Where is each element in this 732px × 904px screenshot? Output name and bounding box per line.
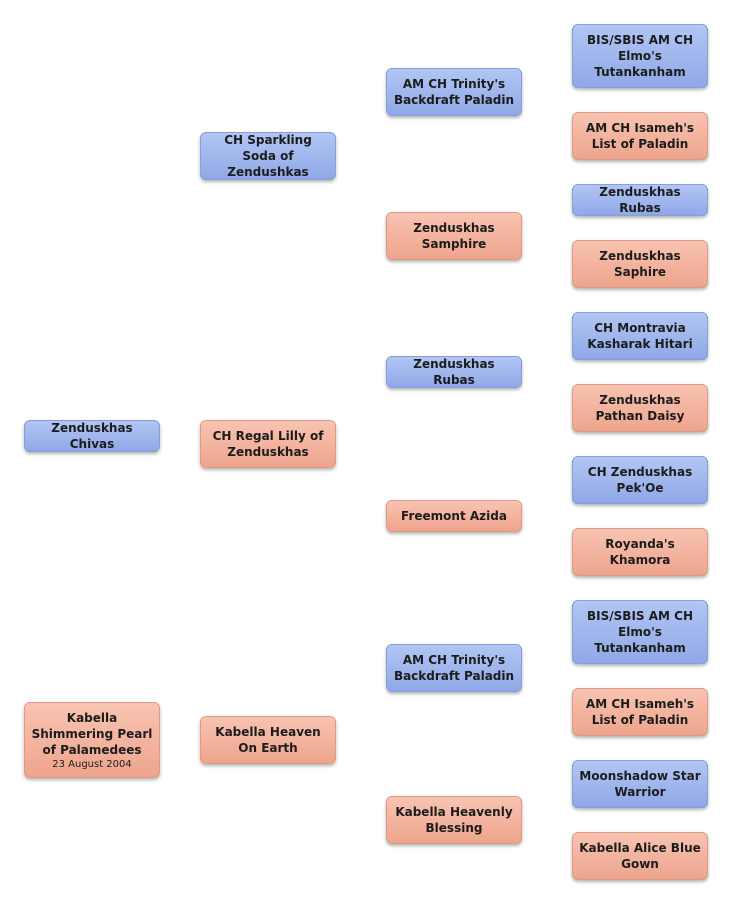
dog-name: Zenduskhas Rubas	[413, 357, 495, 387]
dog-node-grandparent[interactable]: AM CH Trinity's Backdraft Paladin	[386, 68, 522, 116]
dog-name: Zenduskhas Pathan Daisy	[595, 393, 685, 423]
dog-node-great-grandparent[interactable]: AM CH Isameh's List of Paladin	[572, 688, 708, 736]
dog-name: CH Regal Lilly of Zenduskhas	[212, 429, 324, 459]
dog-name: CH Zenduskhas Pek'Oe	[587, 465, 693, 495]
dog-node-grandparent[interactable]: AM CH Trinity's Backdraft Paladin	[386, 644, 522, 692]
dog-node-great-grandparent[interactable]: Zenduskhas Saphire	[572, 240, 708, 288]
dog-name: BIS/SBIS AM CH Elmo's Tutankanham	[587, 609, 693, 655]
dog-node-great-grandparent[interactable]: CH Zenduskhas Pek'Oe	[572, 456, 708, 504]
dog-name: Kabella Heaven On Earth	[215, 725, 321, 755]
dog-node-grandparent[interactable]: Zenduskhas Rubas	[386, 356, 522, 388]
dog-name: AM CH Trinity's Backdraft Paladin	[393, 653, 515, 683]
dog-node-great-grandparent[interactable]: BIS/SBIS AM CH Elmo's Tutankanham	[572, 600, 708, 664]
dog-node-great-grandparent[interactable]: Moonshadow Star Warrior	[572, 760, 708, 808]
dog-node-dam[interactable]: CH Regal Lilly of Zenduskhas	[200, 420, 336, 468]
dog-name: CH Sparkling Soda of Zendushkas	[224, 133, 312, 179]
dog-name: Zenduskhas Samphire	[413, 221, 495, 251]
dog-node-great-grandparent[interactable]: Kabella Alice Blue Gown	[572, 832, 708, 880]
dog-name: AM CH Trinity's Backdraft Paladin	[393, 77, 515, 107]
dog-node-sire[interactable]: CH Sparkling Soda of Zendushkas	[200, 132, 336, 180]
birth-date: 23 August 2004	[52, 758, 132, 770]
dog-node-great-grandparent[interactable]: Zenduskhas Pathan Daisy	[572, 384, 708, 432]
dog-node-grandparent[interactable]: Freemont Azida	[386, 500, 522, 532]
dog-node-grandparent[interactable]: Zenduskhas Samphire	[386, 212, 522, 260]
dog-name: Zenduskhas Rubas	[599, 185, 681, 215]
dog-node-great-grandparent[interactable]: Royanda's Khamora	[572, 528, 708, 576]
dog-node-subject-2[interactable]: Kabella Shimmering Pearl of Palamedees 2…	[24, 702, 160, 778]
dog-node-great-grandparent[interactable]: Zenduskhas Rubas	[572, 184, 708, 216]
dog-node-great-grandparent[interactable]: CH Montravia Kasharak Hitari	[572, 312, 708, 360]
dog-name: Moonshadow Star Warrior	[579, 769, 701, 799]
dog-node-grandparent[interactable]: Kabella Heavenly Blessing	[386, 796, 522, 844]
dog-name: Kabella Shimmering Pearl of Palamedees	[31, 710, 153, 757]
dog-node-great-grandparent[interactable]: AM CH Isameh's List of Paladin	[572, 112, 708, 160]
dog-node-great-grandparent[interactable]: BIS/SBIS AM CH Elmo's Tutankanham	[572, 24, 708, 88]
dog-name: BIS/SBIS AM CH Elmo's Tutankanham	[587, 33, 693, 79]
dog-name: Freemont Azida	[401, 509, 507, 523]
dog-node-dam-2[interactable]: Kabella Heaven On Earth	[200, 716, 336, 764]
dog-name: Kabella Heavenly Blessing	[395, 805, 513, 835]
dog-name: Kabella Alice Blue Gown	[579, 841, 701, 871]
dog-name: Zenduskhas Chivas	[51, 421, 133, 451]
dog-name: Royanda's Khamora	[605, 537, 675, 567]
dog-name: Zenduskhas Saphire	[599, 249, 681, 279]
dog-name: AM CH Isameh's List of Paladin	[585, 697, 695, 727]
dog-node-subject[interactable]: Zenduskhas Chivas	[24, 420, 160, 452]
dog-name: CH Montravia Kasharak Hitari	[587, 321, 693, 351]
dog-name: AM CH Isameh's List of Paladin	[585, 121, 695, 151]
